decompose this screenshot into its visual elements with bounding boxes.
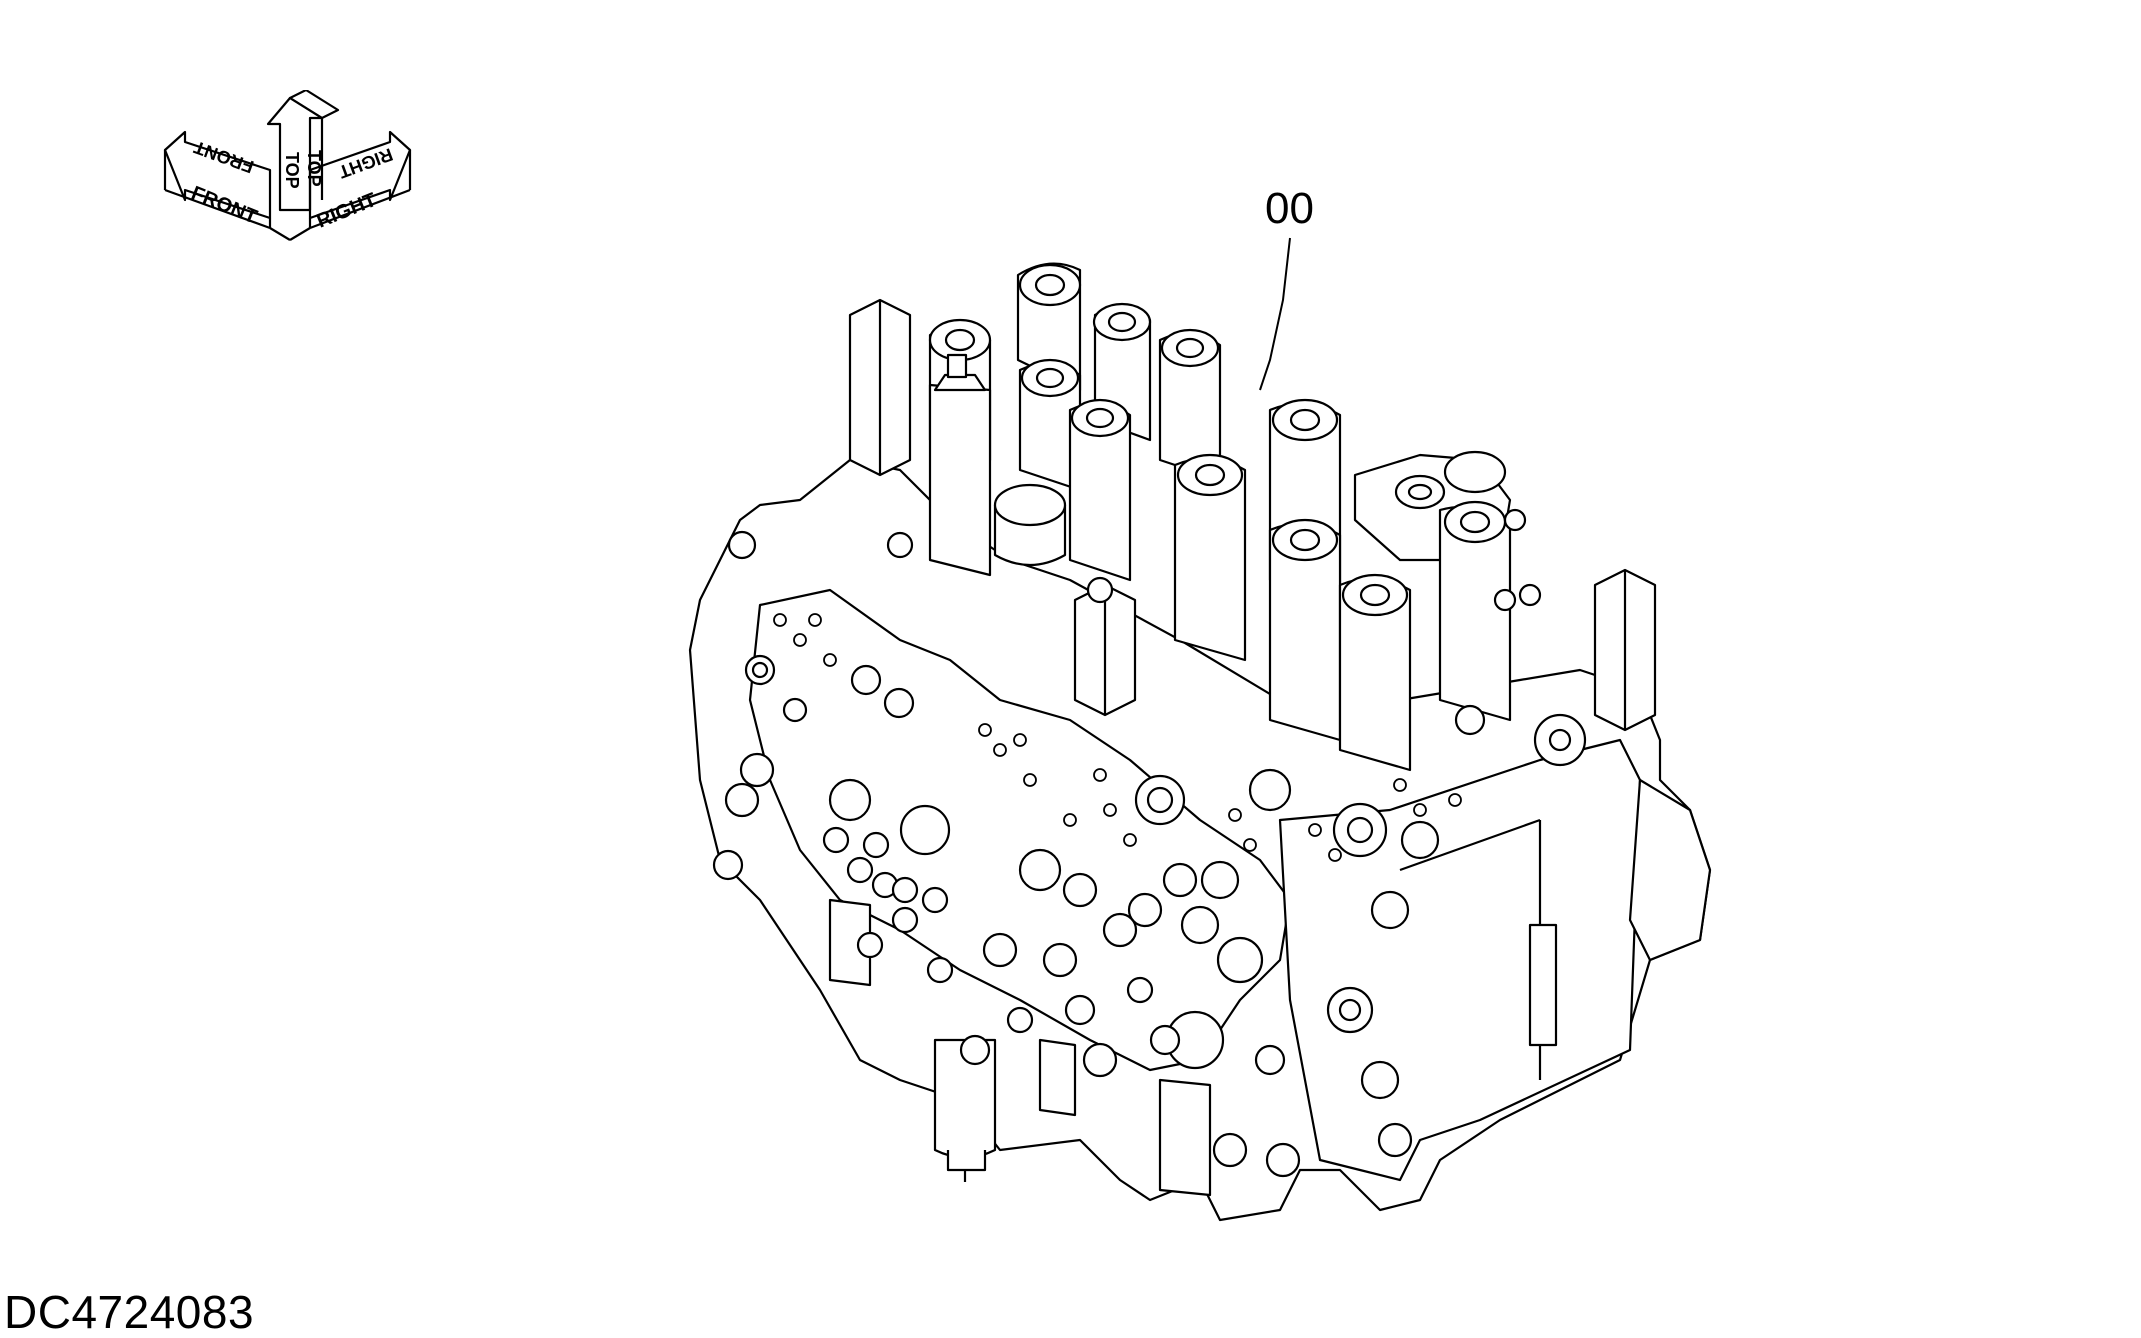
spool-caps: [928, 262, 1412, 772]
end-cap: [1628, 778, 1712, 962]
bolts: [712, 508, 1587, 1178]
top-label-mirrored: TOP: [304, 150, 324, 187]
front-plate: [748, 588, 1292, 1072]
lower-fitting: [1158, 1078, 1212, 1197]
orientation-indicator: FRONT FRONT TOP TOP RIGHT RIGHT: [163, 90, 412, 241]
top-label: TOP: [282, 152, 302, 189]
plate-holes: [773, 613, 1462, 862]
callout-label: 00: [1265, 184, 1314, 233]
document-id: DC4724083: [4, 1286, 255, 1338]
relief-valve: [928, 383, 992, 577]
right-cluster: [1353, 450, 1512, 722]
